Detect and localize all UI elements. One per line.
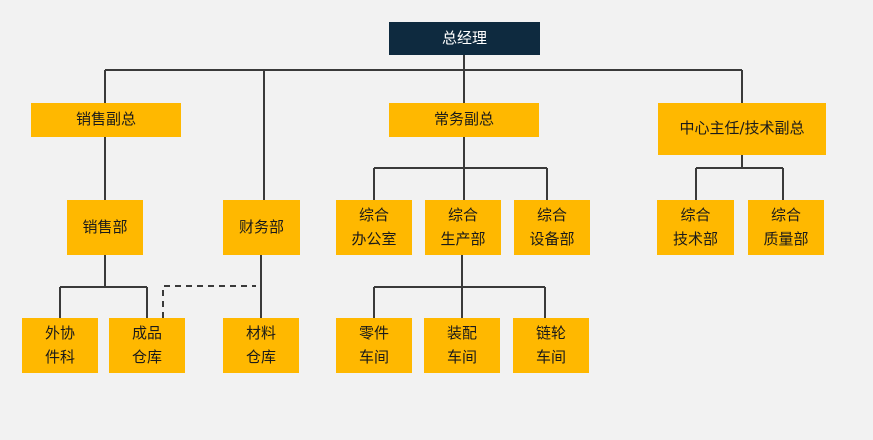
node-general-equipment: 综合 设备部 [514, 200, 590, 255]
node-sales-dept: 销售部 [67, 200, 143, 255]
dashed-connector [162, 285, 256, 318]
node-general-office: 综合 办公室 [336, 200, 412, 255]
node-finished-warehouse: 成品 仓库 [109, 318, 185, 373]
node-outsourcing: 外协 件科 [22, 318, 98, 373]
node-exec-vp: 常务副总 [389, 103, 539, 137]
node-finance-dept: 财务部 [223, 200, 300, 255]
node-parts-workshop: 零件 车间 [336, 318, 412, 373]
node-center-head: 中心主任/技术副总 [658, 103, 826, 155]
node-general-tech: 综合 技术部 [657, 200, 734, 255]
node-sales-vp: 销售副总 [31, 103, 181, 137]
node-general-production: 综合 生产部 [425, 200, 501, 255]
node-general-quality: 综合 质量部 [748, 200, 824, 255]
node-ceo: 总经理 [389, 22, 540, 55]
node-sprocket-workshop: 链轮 车间 [513, 318, 589, 373]
node-assembly-workshop: 装配 车间 [424, 318, 500, 373]
node-material-warehouse: 材料 仓库 [223, 318, 299, 373]
